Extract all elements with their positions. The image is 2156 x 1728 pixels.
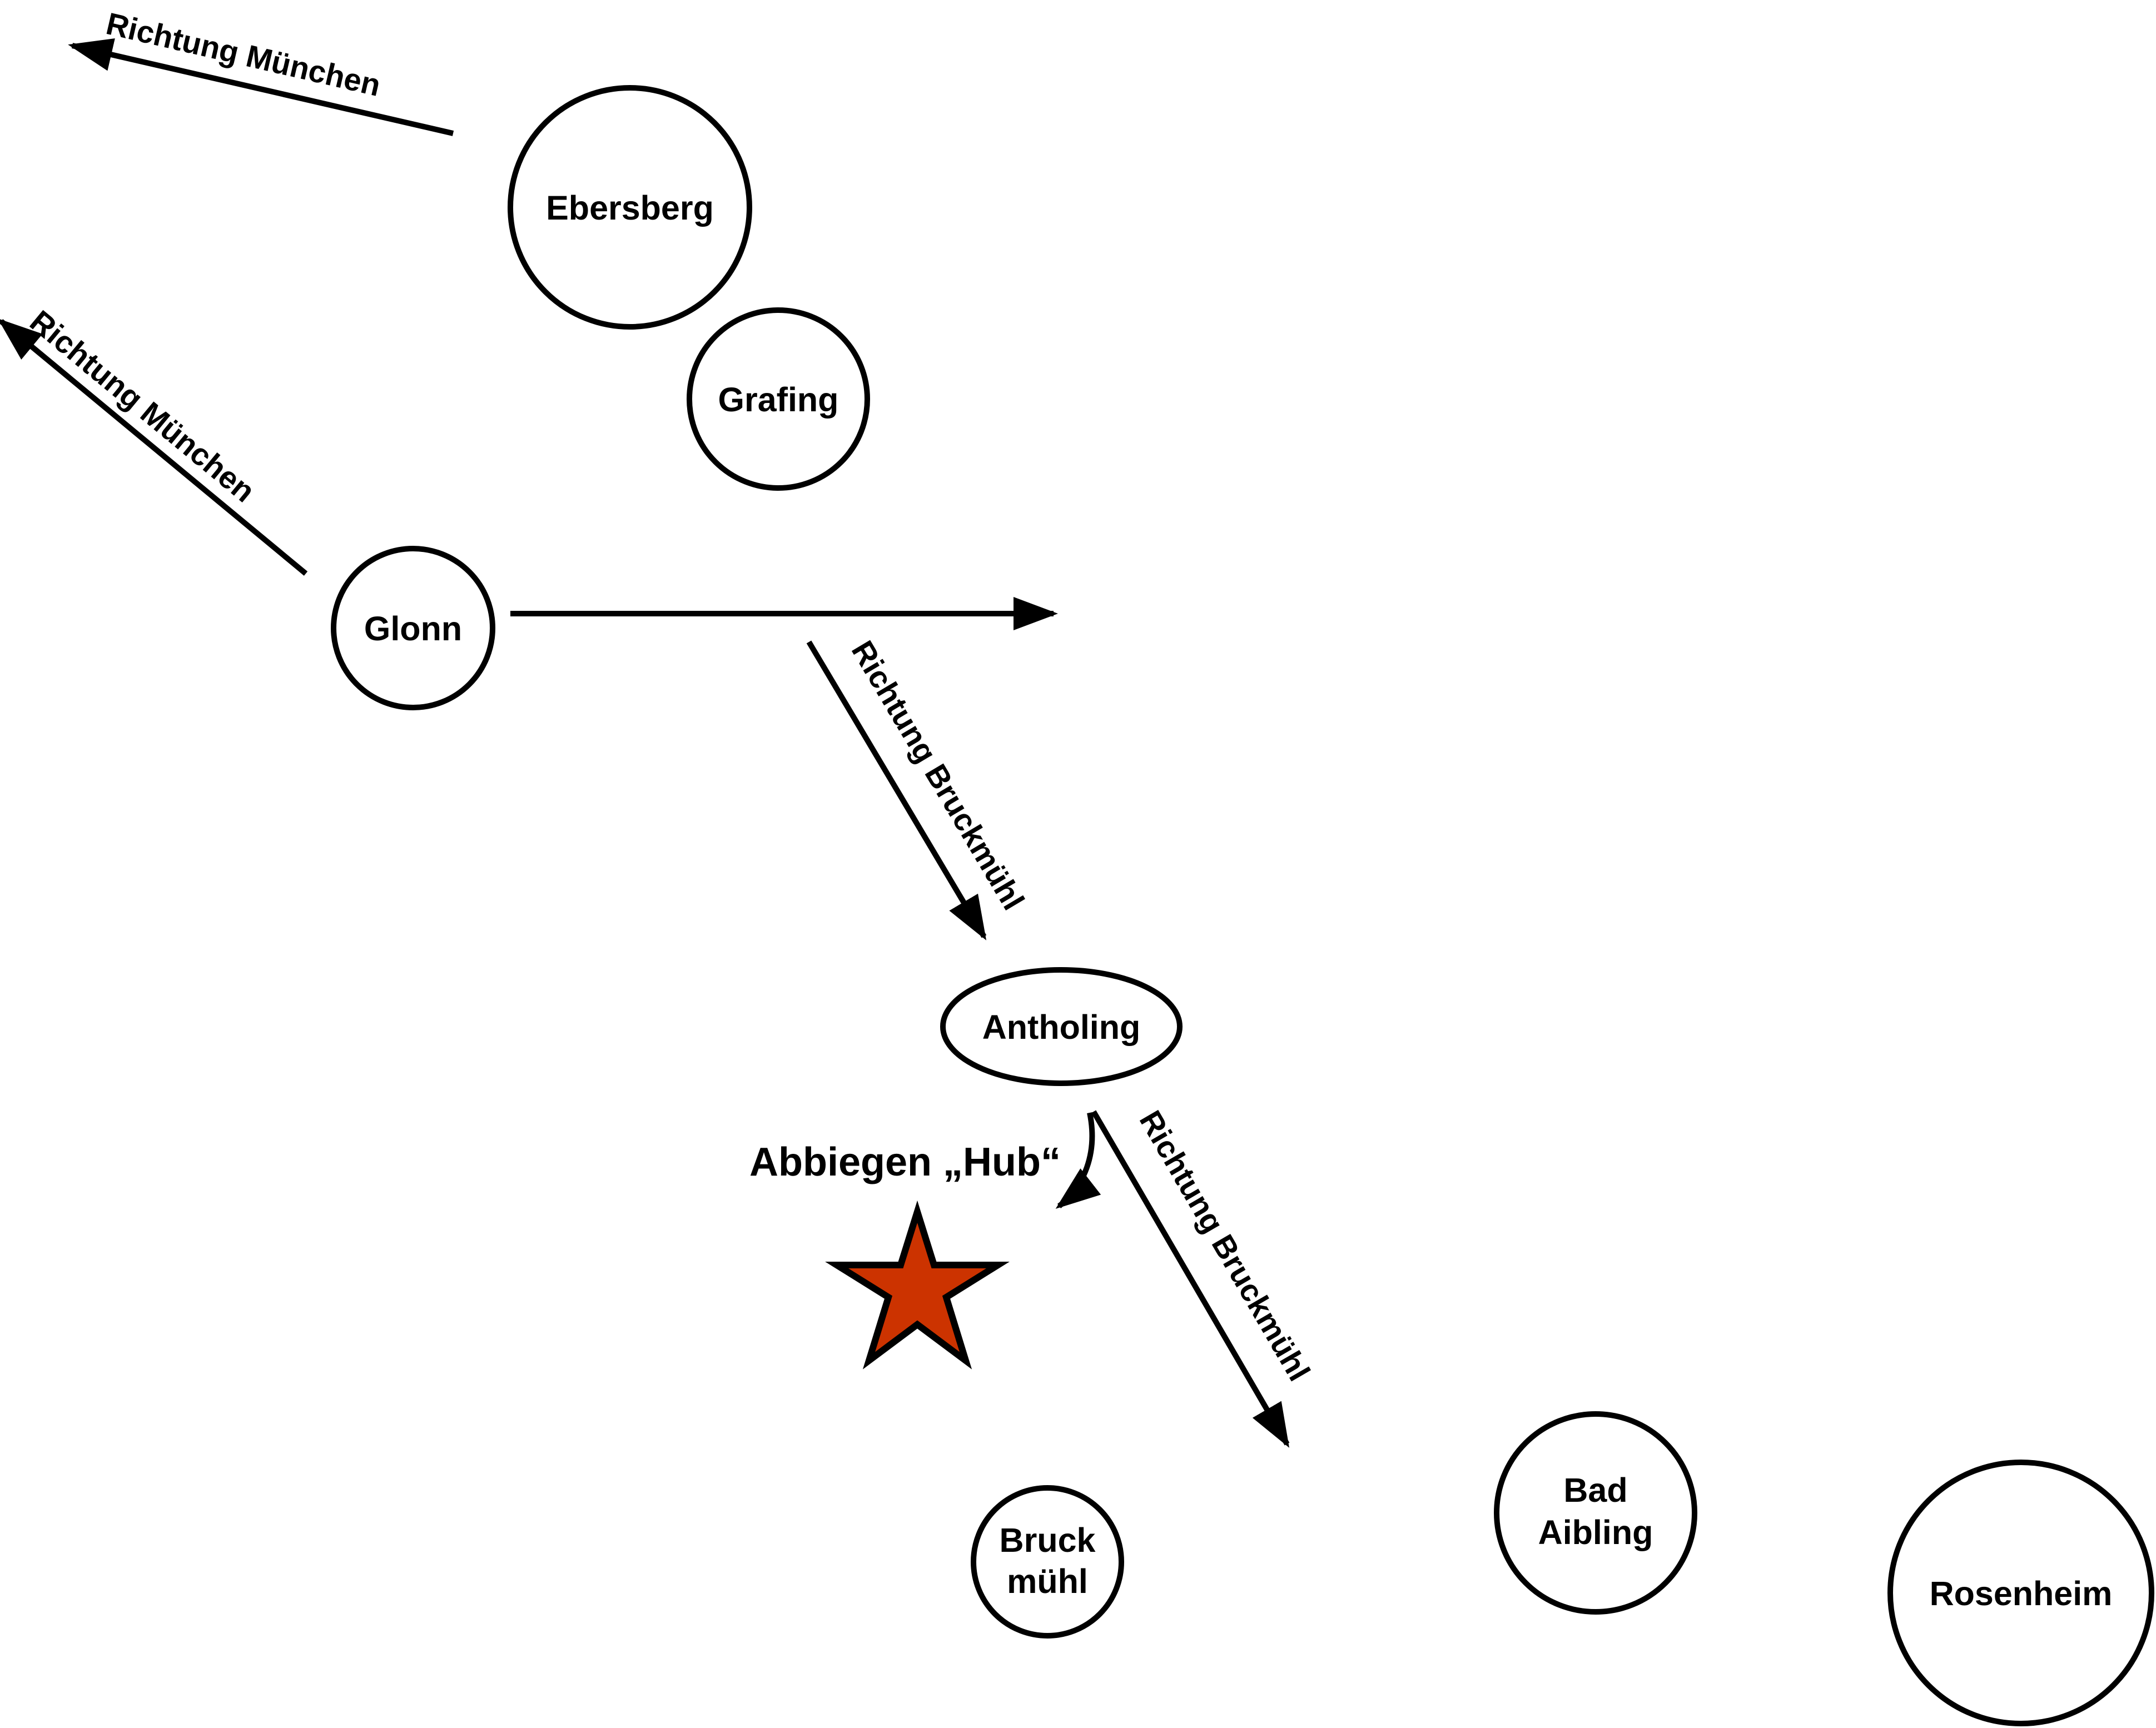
arrow-muenchen-top bbox=[68, 38, 454, 136]
town-rosenheim-label: Rosenheim bbox=[1930, 1575, 2113, 1612]
town-bruckmuehl-label-line1: Bruck bbox=[1000, 1521, 1096, 1559]
town-rosenheim-circle bbox=[1887, 1460, 2154, 1726]
town-bruckmuehl-circle bbox=[971, 1485, 1124, 1639]
town-bad-aibling-label-line2: Aibling bbox=[1538, 1513, 1653, 1551]
label-richtung-bruckmuehl-lower: Richtung Bruckmühl bbox=[1133, 1104, 1317, 1387]
arrow-bruckmuehl-upper bbox=[806, 640, 987, 940]
town-bruckmuehl: Bruck mühl bbox=[971, 1485, 1124, 1639]
town-antholing-ellipse bbox=[940, 967, 1183, 1086]
town-glonn-label: Glonn bbox=[364, 610, 462, 648]
town-antholing-label: Antholing bbox=[982, 1008, 1141, 1046]
star-icon bbox=[825, 1200, 1010, 1370]
label-richtung-muenchen-left: Richtung München bbox=[23, 303, 261, 509]
town-antholing: Antholing bbox=[940, 967, 1183, 1086]
town-bad-aibling: Bad Aibling bbox=[1494, 1411, 1697, 1615]
arrow-turn-hub bbox=[1055, 1112, 1101, 1209]
arrow-muenchen-left bbox=[0, 318, 308, 576]
label-abbiegen-hub: Abbiegen „Hub“ bbox=[749, 1140, 1061, 1184]
town-grafing-circle bbox=[687, 307, 870, 491]
town-glonn-circle bbox=[331, 546, 495, 710]
town-bad-aibling-circle bbox=[1494, 1411, 1697, 1615]
town-bruckmuehl-label-line2: mühl bbox=[1007, 1562, 1088, 1600]
town-ebersberg: Ebersberg bbox=[508, 85, 752, 330]
arrow-bruckmuehl-lower bbox=[1091, 1110, 1290, 1448]
town-ebersberg-label: Ebersberg bbox=[546, 189, 714, 227]
town-ebersberg-circle bbox=[508, 85, 752, 330]
town-rosenheim: Rosenheim bbox=[1887, 1460, 2154, 1726]
town-grafing: Grafing bbox=[687, 307, 870, 491]
town-bad-aibling-label-line1: Bad bbox=[1563, 1471, 1627, 1509]
town-grafing-label: Grafing bbox=[718, 381, 839, 419]
label-richtung-bruckmuehl-upper: Richtung Bruckmühl bbox=[845, 635, 1031, 916]
label-richtung-muenchen-top: Richtung München bbox=[103, 6, 384, 103]
town-glonn: Glonn bbox=[331, 546, 495, 710]
